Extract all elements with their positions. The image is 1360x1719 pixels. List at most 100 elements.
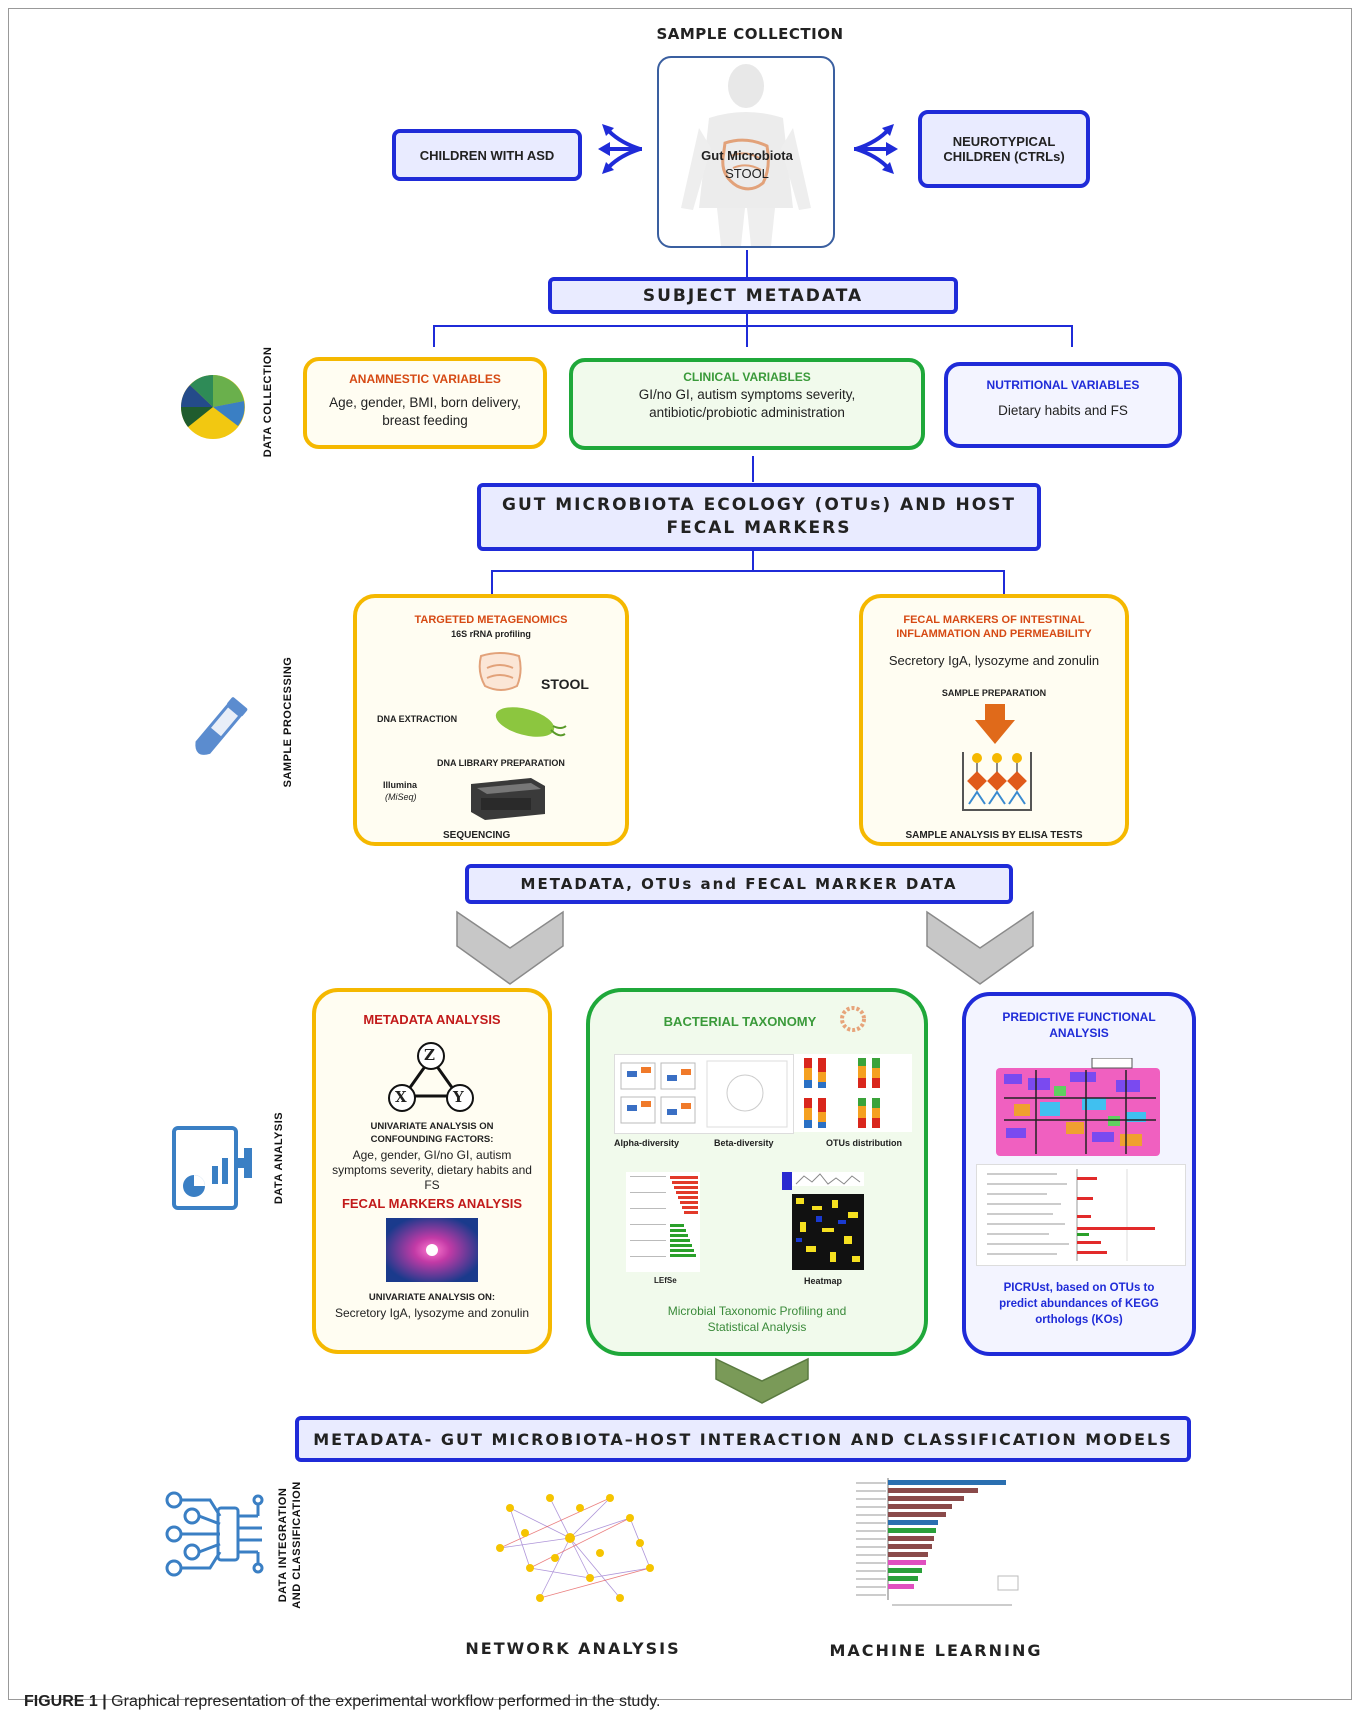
elisa-label: SAMPLE ANALYSIS BY ELISA TESTS <box>905 830 1083 841</box>
figure-frame <box>8 8 1352 1700</box>
targeted-metagenomics-box: TARGETED METAGENOMICS 16S rRNA profiling… <box>353 594 629 846</box>
pie-chart-icon <box>180 375 245 439</box>
lefse-bars-icon <box>630 1176 698 1257</box>
fecal-markers-box: FECAL MARKERS OF INTESTINAL INFLAMMATION… <box>859 594 1129 846</box>
connector-line <box>433 325 435 347</box>
predictive-functional-box: PREDICTIVE FUNCTIONAL ANALYSIS PICRUst, … <box>962 992 1196 1356</box>
chevron-down-icon <box>456 910 564 985</box>
taxonomy-footer-line2: Statistical Analysis <box>707 1320 807 1334</box>
stacked-bar-thumbnail-icon <box>804 1058 880 1128</box>
fecal-analysis-title: FECAL MARKERS ANALYSIS <box>341 1196 523 1211</box>
metadata-analysis-box: METADATA ANALYSIS Z X Y UNIVARIATE ANALY… <box>312 988 552 1354</box>
lefse-label: LEfSe <box>654 1276 677 1285</box>
gut-microbiota-label: Gut Microbiota <box>701 148 793 163</box>
gut-ecology-line2: FECAL MARKERS <box>666 518 852 538</box>
integration-banner-label: METADATA- GUT MICROBIOTA–HOST INTERACTIO… <box>313 1429 1173 1449</box>
bacteria-ring-icon <box>840 1006 866 1032</box>
children-asd-label: CHILDREN WITH ASD <box>419 147 555 163</box>
network-thumbnail <box>470 1478 676 1618</box>
connector-line <box>1071 325 1073 347</box>
figure-caption: FIGURE 1 | Graphical representation of t… <box>24 1693 660 1711</box>
children-asd-box: CHILDREN WITH ASD <box>392 129 582 181</box>
integration-side-line2: AND CLASSIFICATION <box>291 1481 303 1609</box>
network-graph-icon <box>496 1494 654 1602</box>
down-arrow-icon <box>975 704 1015 744</box>
sample-prep-label: SAMPLE PREPARATION <box>941 688 1047 698</box>
fecal-title-line2: INFLAMMATION AND PERMEABILITY <box>896 628 1092 640</box>
dashboard-icon <box>172 1126 252 1210</box>
stool-label: STOOL <box>725 166 769 181</box>
alpha-diversity-label: Alpha-diversity <box>614 1138 680 1148</box>
sample-collection-title: SAMPLE COLLECTION <box>656 25 844 43</box>
anamnestic-title: ANAMNESTIC VARIABLES <box>349 372 501 386</box>
functional-title-line2: ANALYSIS <box>1049 1026 1109 1040</box>
integration-side-line1: DATA INTEGRATION <box>277 1487 289 1603</box>
picrust-bars-icon <box>987 1169 1155 1261</box>
node-x: X <box>395 1088 407 1106</box>
subject-metadata-label: SUBJECT METADATA <box>642 285 864 306</box>
neurotypical-box: NEUROTYPICAL CHILDREN (CTRLs) <box>918 110 1090 188</box>
metadata-analysis-title: METADATA ANALYSIS <box>363 1012 501 1027</box>
otus-thumbnail <box>794 1054 912 1132</box>
arrows-right-icon <box>854 124 898 174</box>
heatmap-thumbnail <box>782 1172 864 1272</box>
connector-line <box>491 570 493 594</box>
figure-caption-label: FIGURE 1 | <box>24 1693 107 1710</box>
integration-side-label: DATA INTEGRATION AND CLASSIFICATION <box>276 1480 306 1610</box>
nutritional-title: NUTRITIONAL VARIABLES <box>986 378 1140 392</box>
nutritional-body: Dietary habits and FS <box>998 403 1128 418</box>
stool-text: STOOL <box>541 676 589 692</box>
univariate-confounding-body: Age, gender, GI/no GI, autism symptoms s… <box>332 1148 532 1192</box>
node-y: Y <box>453 1088 464 1106</box>
connector-line <box>752 456 754 482</box>
connector-line <box>1003 570 1005 594</box>
fecal-univariate-label: UNIVARIATE ANALYSIS ON: <box>368 1292 496 1303</box>
human-body-icon <box>681 64 811 246</box>
chevron-down-icon <box>926 910 1034 985</box>
subject-metadata-banner: SUBJECT METADATA <box>548 277 958 314</box>
heatmap-label: Heatmap <box>804 1276 843 1286</box>
connector-line <box>491 570 1005 572</box>
anamnestic-body: Age, gender, BMI, born delivery, breast … <box>329 395 521 428</box>
chevron-down-icon <box>715 1357 809 1404</box>
dna-library-label: DNA LIBRARY PREPARATION <box>437 758 565 768</box>
dna-extraction-label: DNA EXTRACTION <box>377 714 458 724</box>
fecal-analysis-body: Secretory IgA, lysozyme and zonulin <box>334 1306 530 1320</box>
connector-line <box>746 250 748 278</box>
connector-line <box>752 551 754 571</box>
clinical-title: CLINICAL VARIABLES <box>683 370 811 384</box>
heatmap-icon <box>782 1172 864 1270</box>
beta-diversity-label: Beta-diversity <box>714 1138 774 1148</box>
neurotypical-line2: CHILDREN (CTRLs) <box>943 149 1065 164</box>
machine-learning-label: MACHINE LEARNING <box>829 1640 1043 1660</box>
targeted-title: TARGETED METAGENOMICS <box>414 614 568 626</box>
data-collection-side-label: DATA COLLECTION <box>262 346 274 458</box>
clinical-box: CLINICAL VARIABLES GI/no GI, autism symp… <box>569 358 925 450</box>
metadata-otus-banner: METADATA, OTUs and FECAL MARKER DATA <box>465 864 1013 904</box>
sequencer-icon <box>471 778 545 820</box>
sample-processing-side-label: SAMPLE PROCESSING <box>282 656 294 788</box>
test-tube-icon <box>195 697 248 755</box>
boxplot-thumbnail-icon <box>620 1060 788 1128</box>
alpha-beta-thumbnail <box>614 1054 794 1134</box>
functional-title-line1: PREDICTIVE FUNCTIONAL <box>1002 1010 1156 1024</box>
fecal-title-line1: FECAL MARKERS OF INTESTINAL <box>903 614 1085 626</box>
network-analysis-label: NETWORK ANALYSIS <box>465 1638 681 1658</box>
anamnestic-box: ANAMNESTIC VARIABLES Age, gender, BMI, b… <box>303 357 547 449</box>
bacterium-icon <box>495 707 567 737</box>
miseq-label: (MiSeq) <box>385 792 417 802</box>
kegg-pathway-thumbnail <box>996 1057 1160 1156</box>
nutritional-box: NUTRITIONAL VARIABLES Dietary habits and… <box>944 362 1182 448</box>
taxonomy-title: BACTERIAL TAXONOMY <box>663 1014 817 1029</box>
connector-line <box>746 325 748 347</box>
figure-caption-text: Graphical representation of the experime… <box>106 1693 661 1710</box>
intestine-icon <box>478 652 522 691</box>
otus-distribution-label: OTUs distribution <box>826 1138 902 1148</box>
elisa-well-icon <box>962 752 1032 811</box>
picrust-bar-thumbnail <box>976 1164 1186 1266</box>
neural-network-icon <box>165 1491 264 1577</box>
gut-ecology-banner: GUT MICROBIOTA ECOLOGY (OTUs) AND HOST F… <box>477 483 1041 551</box>
fecal-body: Secretory IgA, lysozyme and zonulin <box>888 653 1100 668</box>
connector-line <box>746 314 748 326</box>
feature-importance-icon <box>856 1478 1019 1606</box>
